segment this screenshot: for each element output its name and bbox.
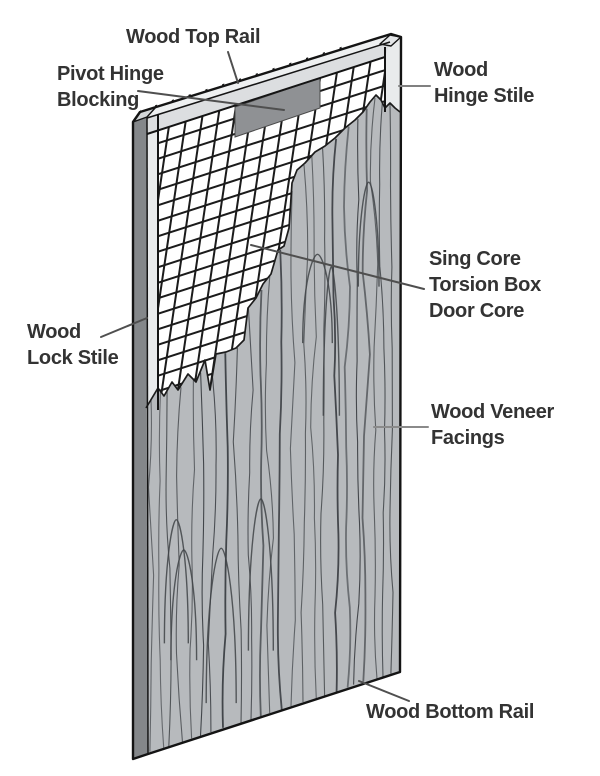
top-rail-top-surface	[140, 34, 391, 118]
sing-core-leader	[250, 244, 425, 290]
top-rail-part	[147, 42, 390, 134]
door-side-edge	[133, 117, 148, 759]
label-wood-veneer-facings: Wood Veneer Facings	[431, 401, 555, 449]
lock-leader	[100, 317, 148, 338]
label-wood-lock-stile: Wood Lock Stile	[27, 321, 119, 369]
veneer-torn-edge	[145, 94, 401, 409]
door-outlines	[131, 32, 403, 761]
label-pivot-hinge-blocking: Pivot Hinge Blocking	[57, 63, 164, 111]
veneer-facing-part	[145, 94, 401, 754]
lock-stile-part	[147, 114, 158, 412]
top-rail-leader	[227, 51, 239, 84]
bottom-leader	[358, 680, 410, 702]
label-wood-bottom-rail: Wood Bottom Rail	[366, 701, 535, 723]
label-sing-core-torsion-box: Sing Core Torsion Box Door Core	[429, 248, 541, 322]
pivot-leader	[137, 90, 285, 111]
label-wood-top-rail: Wood Top Rail	[126, 26, 261, 48]
label-wood-hinge-stile: Wood Hinge Stile	[434, 59, 535, 107]
lock-stile-cap	[133, 107, 156, 122]
leader-lines	[100, 51, 431, 702]
